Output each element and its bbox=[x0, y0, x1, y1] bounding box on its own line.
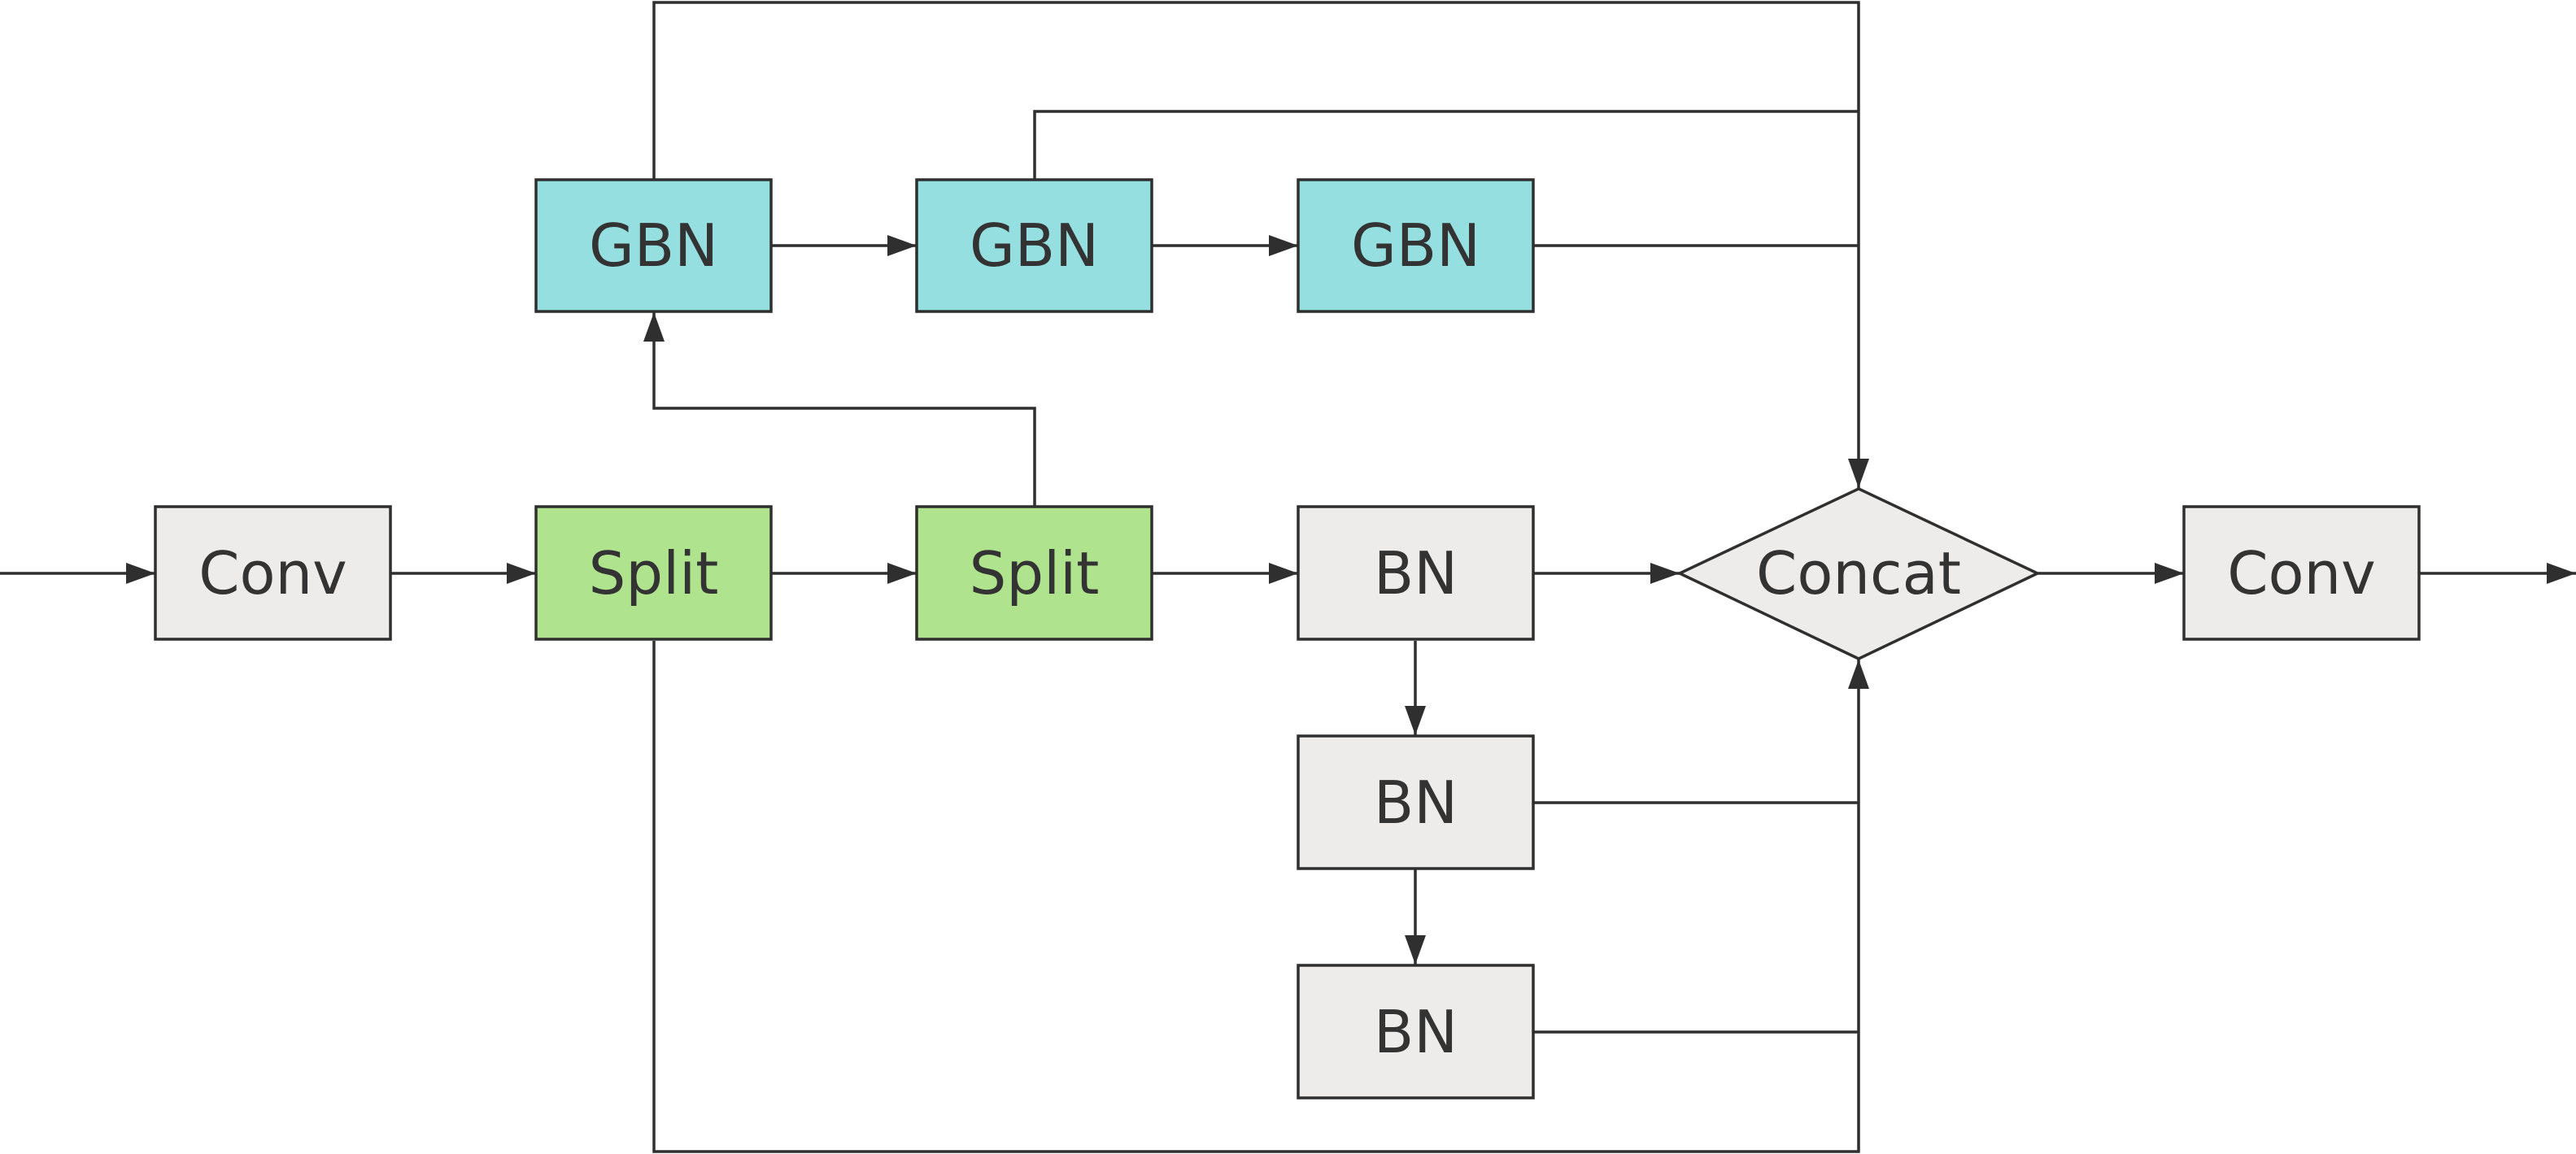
conv-output-node: Conv bbox=[2182, 505, 2421, 641]
split-node-2: Split bbox=[915, 505, 1153, 641]
gbn-node-1: GBN bbox=[534, 178, 773, 313]
bn-1-box bbox=[1297, 505, 1535, 641]
bn-node-3: BN bbox=[1297, 964, 1535, 1100]
conv-input-box bbox=[154, 505, 392, 641]
bn-2-label: BN bbox=[1374, 769, 1458, 837]
split-node-1: Split bbox=[534, 505, 773, 641]
gbn-node-3: GBN bbox=[1297, 178, 1535, 313]
conv-output-box bbox=[2182, 505, 2421, 641]
concat-diamond bbox=[1676, 487, 2042, 660]
gbn-2-label: GBN bbox=[970, 211, 1099, 280]
conv-input-label: Conv bbox=[198, 539, 347, 607]
split-1-box bbox=[534, 505, 773, 641]
gbn-2-box bbox=[915, 178, 1153, 313]
split-2-label: Split bbox=[970, 539, 1100, 607]
bn-node-2: BN bbox=[1297, 734, 1535, 870]
conv-input-node: Conv bbox=[154, 505, 392, 641]
bn-3-box bbox=[1297, 964, 1535, 1100]
edge-split1-concat bbox=[652, 641, 1869, 1153]
concat-label: Concat bbox=[1756, 539, 1961, 607]
split-2-box bbox=[915, 505, 1153, 641]
gbn-node-2: GBN bbox=[915, 178, 1153, 313]
concat-node: Concat bbox=[1676, 487, 2042, 660]
split-1-label: Split bbox=[589, 539, 719, 607]
conv-output-label: Conv bbox=[2227, 539, 2376, 607]
gbn-1-box bbox=[534, 178, 773, 313]
bn-2-box bbox=[1297, 734, 1535, 870]
edge-split2-gbn1 bbox=[643, 312, 1036, 506]
bn-1-label: BN bbox=[1374, 539, 1458, 607]
gbn-1-label: GBN bbox=[589, 211, 718, 280]
bn-3-label: BN bbox=[1374, 998, 1458, 1066]
gbn-3-box bbox=[1297, 178, 1535, 313]
gbn-3-label: GBN bbox=[1351, 211, 1480, 280]
edge-gbn2-concat bbox=[1033, 110, 1859, 179]
bn-node-1: BN bbox=[1297, 505, 1535, 641]
